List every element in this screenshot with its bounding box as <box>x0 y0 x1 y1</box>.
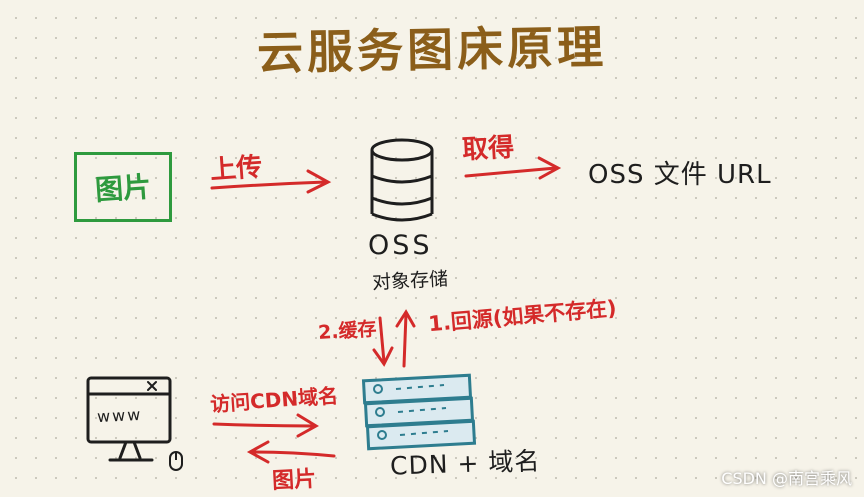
visit-cdn-arrow <box>212 413 319 438</box>
cache-arrow <box>372 316 394 367</box>
browser-window-icon <box>86 376 172 462</box>
cdn-label: CDN + 域名 <box>389 446 541 481</box>
oss-url-label: OSS 文件 URL <box>588 160 772 190</box>
image-node: 图片 <box>74 152 172 222</box>
cache-label: 2.缓存 <box>317 317 378 345</box>
fetch-arrow <box>464 156 562 180</box>
watermark: CSDN @南宫乘风 <box>721 469 852 488</box>
fetch-label: 取得 <box>461 132 515 166</box>
upload-label: 上传 <box>209 152 264 186</box>
return-image-arrow <box>246 440 336 464</box>
upload-arrow <box>210 169 332 194</box>
cdn-server-icon <box>361 373 477 451</box>
browser-www-text: www <box>96 404 143 427</box>
oss-sublabel: 对象存储 <box>371 268 449 294</box>
oss-label: OSS <box>368 230 433 261</box>
oss-database-icon <box>370 138 434 222</box>
mouse-icon <box>169 451 183 471</box>
cdn-server-lights <box>373 384 449 440</box>
origin-arrow <box>395 309 416 368</box>
return-image-label: 图片 <box>271 466 317 495</box>
